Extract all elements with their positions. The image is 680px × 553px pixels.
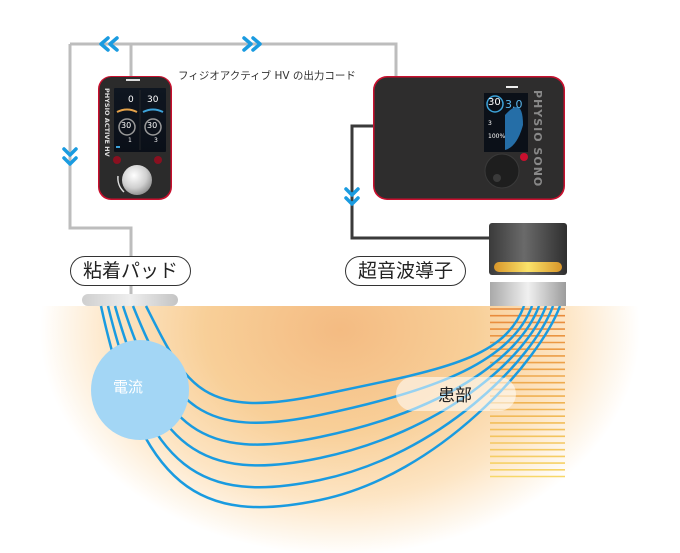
affected-area-label: 患部: [438, 386, 472, 406]
probe-cable: [350, 124, 490, 240]
physio-active-hv-device: [98, 76, 172, 200]
sono-frequency: 3: [488, 120, 492, 127]
double-chevron-left-icon: [99, 36, 119, 52]
cord-caption: フィジオアクティブ HV の出力コード: [178, 70, 356, 82]
sono-timer: 30: [488, 97, 501, 108]
hv-ch1-value: 0: [128, 95, 134, 105]
double-chevron-down-icon: [62, 147, 78, 166]
current-bubble: [91, 340, 189, 440]
current-label: 電流: [113, 378, 144, 396]
physio-sono-device: [373, 76, 565, 200]
hv-knob: [122, 165, 152, 195]
hv-ch1-timer: 30: [121, 121, 132, 130]
hv-button-right: [154, 156, 162, 164]
adhesive-pad-label: 粘着パッド: [70, 256, 192, 286]
hv-ch2-timer: 30: [147, 121, 158, 130]
hv-ch2-value: 30: [147, 95, 159, 105]
ultrasound-beam: [490, 308, 565, 478]
double-chevron-right-icon: [242, 36, 262, 52]
hv-ch1-mode: 1: [128, 137, 132, 144]
tissue-area: [0, 306, 680, 553]
hv-button-left: [113, 156, 121, 164]
adhesive-pad: [82, 294, 178, 306]
double-chevron-down-icon: [344, 187, 360, 206]
hv-ch2-mode: 3: [154, 137, 158, 144]
sono-duty: 100%: [488, 133, 506, 140]
affected-area-pill: [396, 377, 516, 411]
sono-brand-label: PHYSIO SONO: [531, 90, 544, 188]
ultrasound-probe-label: 超音波導子: [345, 256, 467, 286]
sono-indicator: [520, 153, 528, 161]
hv-brand-label: PHYSIO ACTIVE HV: [103, 88, 111, 157]
sono-intensity: 3.0: [505, 98, 523, 111]
ultrasound-probe: [489, 223, 567, 306]
sono-knob: [484, 153, 520, 189]
